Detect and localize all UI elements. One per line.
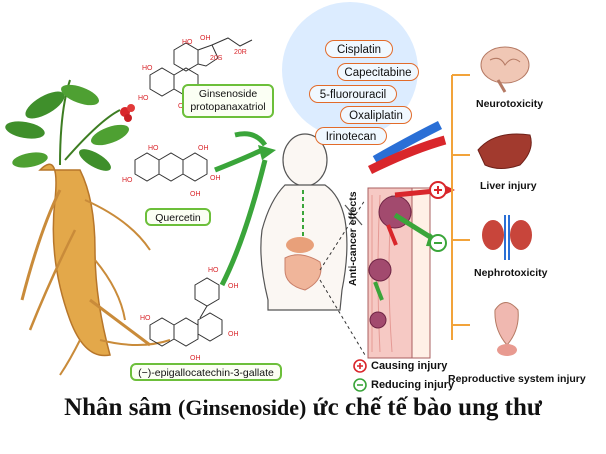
svg-text:OH: OH — [198, 145, 209, 152]
caption-paren: (Ginsenoside) — [178, 395, 307, 420]
reproductive-label: Reproductive system injury — [448, 373, 586, 385]
egcg-label: (−)-epigallocatechin-3-gallate — [130, 363, 282, 381]
neurotoxicity-label: Neurotoxicity — [476, 98, 544, 110]
svg-text:HO: HO — [140, 315, 151, 322]
svg-text:OH: OH — [200, 35, 211, 42]
svg-text:HO: HO — [138, 95, 149, 102]
legend-markers — [353, 359, 367, 392]
drug-5-fluorouracil: 5-fluorouracil — [309, 85, 397, 103]
kidney-icon — [482, 215, 532, 260]
drug-oxaliplatin: Oxaliplatin — [340, 106, 412, 124]
liver-injury-label: Liver injury — [480, 180, 537, 192]
liver-icon — [477, 133, 532, 169]
drug-irinotecan: Irinotecan — [315, 127, 387, 145]
drug-capecitabine: Capecitabine — [337, 63, 419, 81]
svg-text:OH: OH — [228, 331, 239, 338]
svg-text:OH: OH — [190, 191, 201, 198]
reproductive-icon — [494, 302, 519, 356]
svg-text:HO: HO — [208, 267, 219, 274]
anticancer-label: Anti-cancer effects — [347, 191, 359, 286]
svg-text:OH: OH — [210, 175, 221, 182]
svg-text:HO: HO — [182, 39, 193, 46]
quercetin-structure — [134, 152, 208, 182]
organ-bracket — [451, 74, 470, 340]
legend-reducing: Reducing injury — [371, 379, 455, 391]
intestine-panel — [367, 187, 431, 359]
svg-text:HO: HO — [122, 177, 133, 184]
stereo-20s: 20S — [210, 55, 223, 62]
arrow-quercetin — [214, 147, 264, 173]
quercetin-label: Quercetin — [145, 208, 211, 226]
drug-cisplatin: Cisplatin — [325, 40, 393, 58]
caption-main-a: Nhân sâm — [64, 394, 178, 421]
arrow-ginsenoside — [234, 131, 268, 147]
svg-text:HO: HO — [142, 65, 153, 72]
stereo-20r: 20R — [234, 49, 247, 56]
arrow-egcg — [219, 159, 268, 287]
ginsenoside-label: Ginsenoside protopanaxatriol — [182, 84, 274, 118]
caption: Nhân sâm (Ginsenoside) ức chế tế bào ung… — [0, 394, 606, 422]
brain-icon — [480, 46, 530, 93]
svg-text:HO: HO — [148, 145, 159, 152]
nephrotoxicity-label: Nephrotoxicity — [474, 267, 548, 279]
egcg-structure — [149, 277, 223, 347]
ginsenoside-structure — [149, 37, 253, 97]
svg-text:OH: OH — [228, 283, 239, 290]
ginseng-root-illustration — [5, 79, 171, 376]
svg-text:OH: OH — [190, 355, 201, 362]
caption-main-b: ức chế tế bào ung thư — [306, 394, 542, 421]
legend-causing: Causing injury — [371, 360, 448, 372]
